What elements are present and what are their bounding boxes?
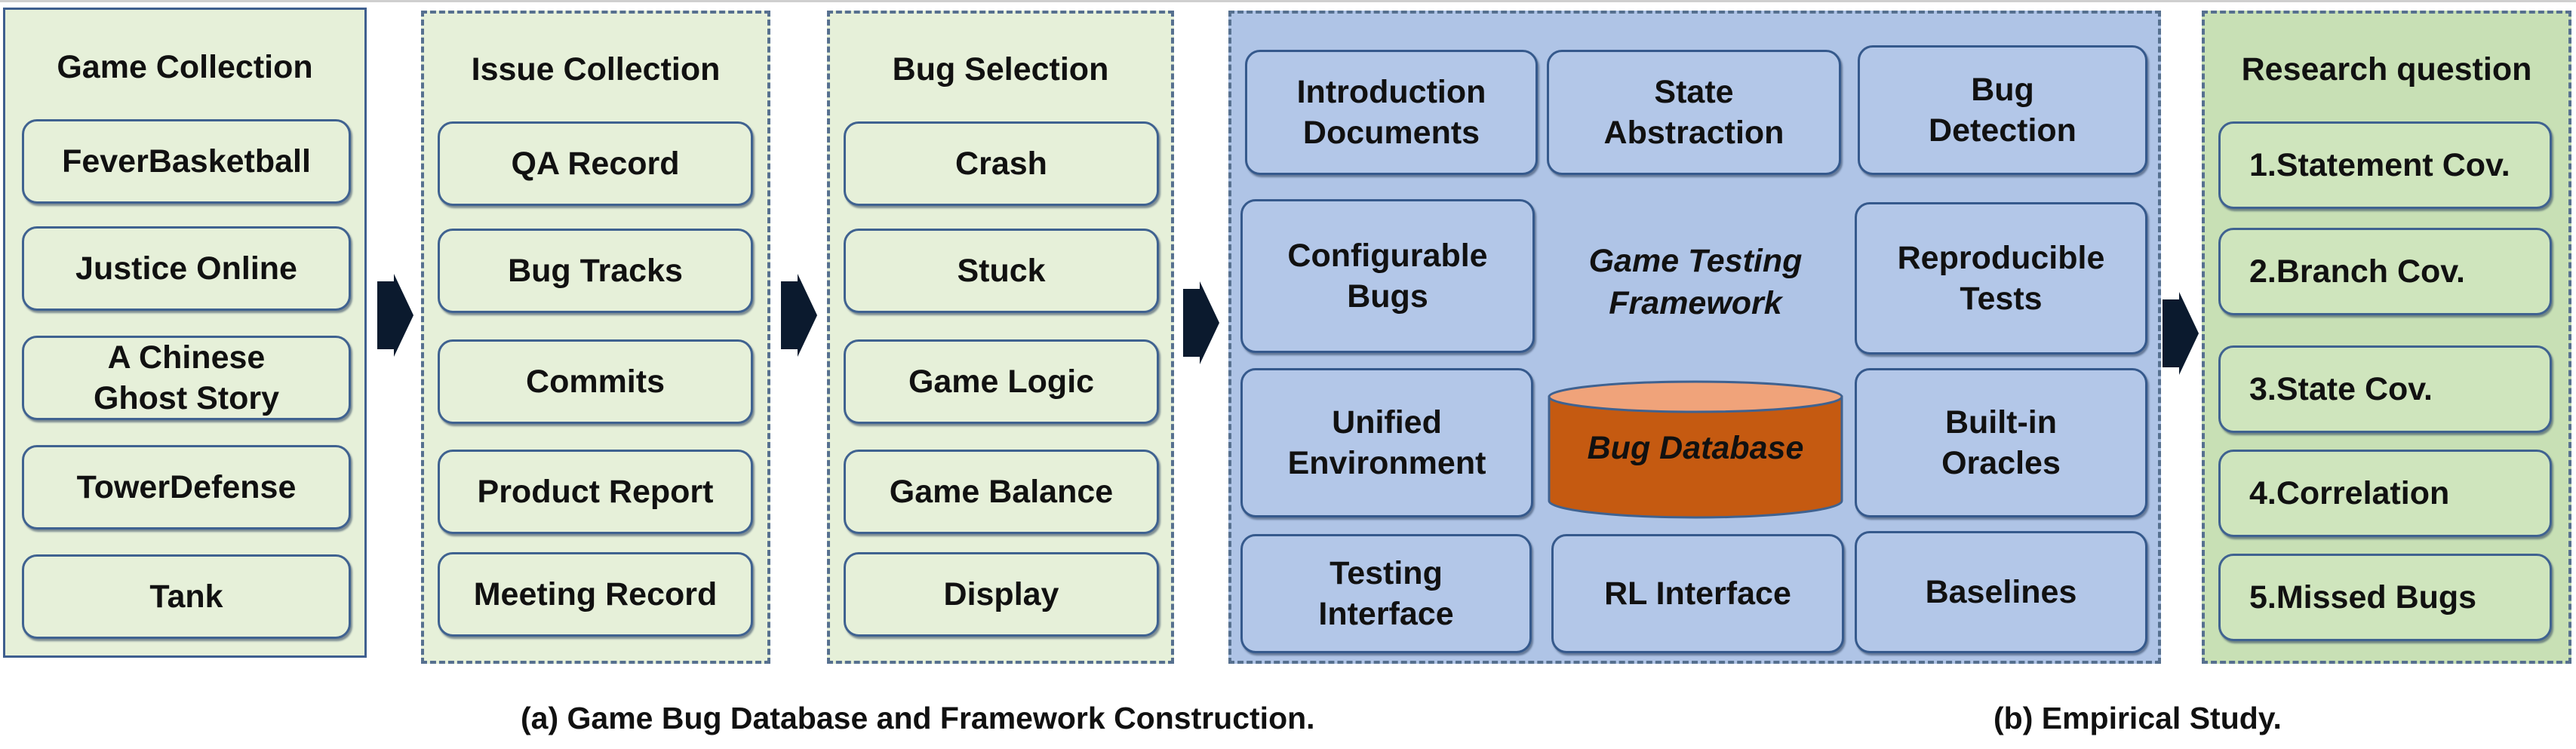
issue-item-meeting-record: Meeting Record xyxy=(438,552,753,637)
framework-title-line2: Framework xyxy=(1609,285,1782,321)
box-label-line1: Reproducible xyxy=(1897,240,2105,276)
game-collection-panel: Game Collection FeverBasketball Justice … xyxy=(3,8,367,658)
bug-item-game-balance: Game Balance xyxy=(844,450,1159,534)
rq-item-label: 4.Correlation xyxy=(2249,475,2450,511)
research-question-panel: Research question 1.Statement Cov. 2.Bra… xyxy=(2202,11,2571,664)
issue-item-label: Product Report xyxy=(477,474,714,510)
rq-item-statement-cov: 1.Statement Cov. xyxy=(2218,121,2552,209)
game-collection-title: Game Collection xyxy=(57,49,313,85)
framework-box-baselines: Baselines xyxy=(1855,531,2147,653)
caption-b: (b) Empirical Study. xyxy=(1993,701,2282,735)
framework-title-line1: Game Testing xyxy=(1588,243,1803,279)
box-label: Baselines xyxy=(1925,574,2077,610)
arrow-right-icon xyxy=(781,274,817,357)
game-item-label: FeverBasketball xyxy=(62,143,311,180)
issue-item-commits: Commits xyxy=(438,339,753,424)
bug-item-label: Game Logic xyxy=(908,364,1095,400)
rq-item-label: 2.Branch Cov. xyxy=(2249,253,2465,290)
box-label-line1: Unified xyxy=(1332,404,1442,440)
rq-item-label: 3.State Cov. xyxy=(2249,371,2433,407)
bug-database-cylinder-icon xyxy=(1548,380,1843,519)
box-label-line1: Testing xyxy=(1329,555,1443,591)
arrow-right-icon xyxy=(1183,281,1219,364)
game-item-tank: Tank xyxy=(22,554,351,639)
bug-selection-panel: Bug Selection Crash Stuck Game Logic Gam… xyxy=(827,11,1174,664)
bug-item-label: Crash xyxy=(955,146,1047,182)
game-item-label: Tank xyxy=(149,579,223,615)
issue-item-label: Bug Tracks xyxy=(508,253,683,289)
rq-item-label: 5.Missed Bugs xyxy=(2249,579,2477,615)
box-label-line2: Oracles xyxy=(1941,445,2061,481)
bug-item-label: Stuck xyxy=(957,253,1046,289)
box-label-line1: Configurable xyxy=(1287,238,1488,274)
game-item-label: TowerDefense xyxy=(76,469,297,505)
rq-item-branch-cov: 2.Branch Cov. xyxy=(2218,228,2552,315)
bug-item-crash: Crash xyxy=(844,121,1159,206)
box-label-line2: Interface xyxy=(1318,596,1454,632)
bug-item-stuck: Stuck xyxy=(844,229,1159,313)
framework-box-rl-interface: RL Interface xyxy=(1551,534,1844,653)
game-item-chinese-ghost-story: A Chinese Ghost Story xyxy=(22,336,351,420)
bug-selection-title: Bug Selection xyxy=(892,51,1109,87)
issue-item-bug-tracks: Bug Tracks xyxy=(438,229,753,313)
rq-item-label: 1.Statement Cov. xyxy=(2249,147,2510,183)
game-item-justice-online: Justice Online xyxy=(22,226,351,311)
issue-item-label: Meeting Record xyxy=(473,576,718,612)
caption-a: (a) Game Bug Database and Framework Cons… xyxy=(521,701,1315,735)
bug-item-label: Display xyxy=(943,576,1059,612)
box-label-line2: Documents xyxy=(1302,115,1480,151)
rq-item-correlation: 4.Correlation xyxy=(2218,450,2552,537)
issue-item-label: QA Record xyxy=(511,146,680,182)
arrow-right-icon xyxy=(377,274,413,357)
issue-item-label: Commits xyxy=(526,364,665,400)
game-item-label-line1: A Chinese xyxy=(107,339,266,376)
issue-item-qa-record: QA Record xyxy=(438,121,753,206)
box-label-line2: Environment xyxy=(1287,445,1486,481)
box-label: RL Interface xyxy=(1604,576,1791,612)
box-label-line2: Bugs xyxy=(1347,278,1428,315)
issue-collection-title: Issue Collection xyxy=(471,51,721,87)
box-label-line1: Bug xyxy=(1971,72,2034,108)
bug-item-display: Display xyxy=(844,552,1159,637)
framework-title: Game Testing Framework xyxy=(1563,240,1827,324)
box-label-line1: State xyxy=(1654,74,1734,110)
box-label-line2: Detection xyxy=(1929,112,2076,149)
issue-item-product-report: Product Report xyxy=(438,450,753,534)
rq-item-missed-bugs: 5.Missed Bugs xyxy=(2218,554,2552,641)
bug-item-game-logic: Game Logic xyxy=(844,339,1159,424)
arrow-right-icon xyxy=(2163,292,2199,375)
top-rule xyxy=(0,0,2576,2)
issue-collection-panel: Issue Collection QA Record Bug Tracks Co… xyxy=(421,11,770,664)
bug-database-label: Bug Database xyxy=(1587,430,1804,466)
research-question-title: Research question xyxy=(2241,51,2532,87)
box-label-line1: Introduction xyxy=(1296,74,1486,110)
box-label-line2: Abstraction xyxy=(1603,115,1784,151)
game-item-feverbasketball: FeverBasketball xyxy=(22,119,351,204)
bug-item-label: Game Balance xyxy=(889,474,1114,510)
game-item-label: Justice Online xyxy=(75,250,297,287)
game-item-towerdefense: TowerDefense xyxy=(22,445,351,530)
rq-item-state-cov: 3.State Cov. xyxy=(2218,345,2552,433)
box-label-line1: Built-in xyxy=(1944,404,2058,440)
box-label-line2: Tests xyxy=(1960,281,2043,317)
game-item-label-line2: Ghost Story xyxy=(93,380,280,416)
